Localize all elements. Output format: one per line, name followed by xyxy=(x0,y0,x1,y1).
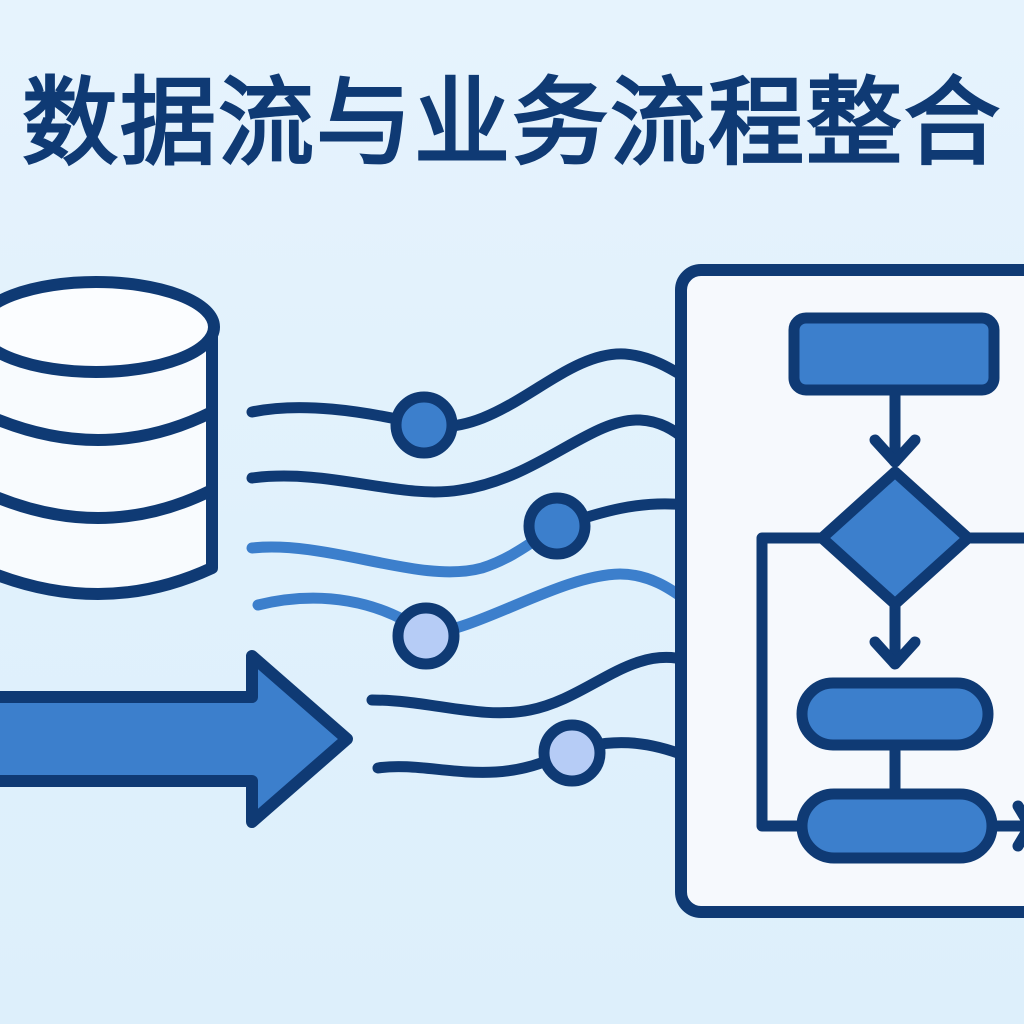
database-body xyxy=(0,324,218,600)
arrow-head-top xyxy=(869,434,921,468)
flow-node-4 xyxy=(538,719,606,787)
flow-step-start xyxy=(788,312,1000,396)
data-flow-line-6 xyxy=(372,737,692,778)
flow-decision-diamond xyxy=(816,466,974,610)
database-top xyxy=(0,276,220,378)
exit-arrow-head xyxy=(1012,800,1024,852)
database-ring-2 xyxy=(0,484,218,524)
flow-step-end xyxy=(796,788,998,864)
database-ring-1 xyxy=(0,406,218,446)
data-flow-line-1 xyxy=(246,348,692,433)
database-icon xyxy=(0,276,220,600)
right-arrow-icon xyxy=(0,650,353,828)
flow-step-process xyxy=(796,677,994,751)
data-flow-line-2 xyxy=(246,414,692,498)
flowchart-panel xyxy=(675,264,1024,918)
data-flow-line-5 xyxy=(366,651,692,719)
flow-node-2 xyxy=(523,492,591,560)
arrow-head-middle xyxy=(869,636,921,670)
data-flow-line-4 xyxy=(252,568,692,640)
flow-node-1 xyxy=(390,391,458,459)
flow-node-3 xyxy=(392,602,460,670)
loop-connector xyxy=(756,532,826,832)
data-flow-line-3 xyxy=(246,520,566,578)
page-title: 数据流与业务流程整合 xyxy=(22,67,1002,179)
